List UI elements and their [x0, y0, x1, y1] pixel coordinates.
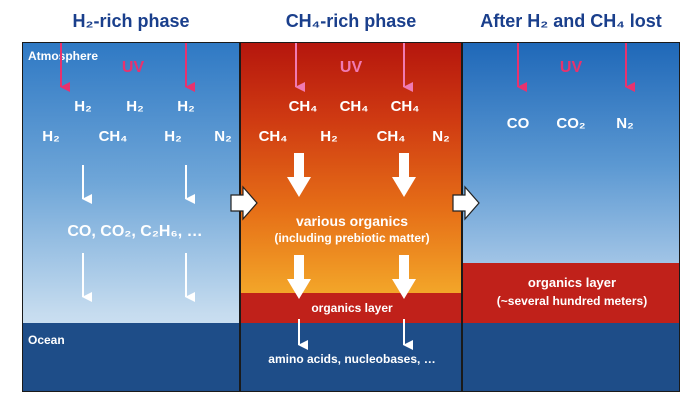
- ocean-region: [23, 323, 239, 391]
- molecule: CH₄: [390, 98, 420, 115]
- uv-label: UV: [339, 59, 363, 76]
- reaction-arrows: [287, 153, 416, 299]
- phase1-title: H₂-rich phase: [72, 11, 190, 31]
- organics-layer: [241, 293, 461, 325]
- thick-arrow: [392, 153, 416, 197]
- molecule: N₂: [616, 115, 634, 132]
- organics-layer-label: organics layer: [527, 275, 617, 290]
- layer-thickness-label: (~several hundred meters): [496, 294, 648, 308]
- products-label: CO, CO₂, C₂H₆, …: [67, 223, 203, 240]
- organics-sublabel: (including prebiotic matter): [274, 231, 430, 245]
- thick-arrow: [287, 153, 311, 197]
- molecule: CH₄: [339, 98, 369, 115]
- organics-layer: [463, 263, 679, 325]
- molecule: CH₄: [288, 98, 318, 115]
- molecule: CO₂: [556, 115, 586, 132]
- molecule: CO: [506, 115, 530, 132]
- thick-arrow: [392, 255, 416, 299]
- uv-label: UV: [121, 59, 145, 76]
- phase3-title: After H₂ and CH₄ lost: [480, 11, 662, 31]
- molecule: H₂: [320, 128, 338, 145]
- uv-arrows: [287, 43, 416, 350]
- molecule: H₂: [177, 98, 195, 115]
- uv-arrows: [60, 43, 195, 302]
- ocean-region: [241, 323, 461, 391]
- molecule: H₂: [42, 128, 60, 145]
- thick-arrow: [287, 255, 311, 299]
- molecule: CH₄: [376, 128, 406, 145]
- molecule: H₂: [126, 98, 144, 115]
- molecule: CH₄: [258, 128, 288, 145]
- ocean-region: [463, 323, 679, 391]
- molecule: H₂: [164, 128, 182, 145]
- organics-label: various organics: [295, 213, 409, 229]
- phase2-title: CH₄-rich phase: [285, 11, 417, 31]
- molecule: CH₄: [98, 128, 128, 145]
- ocean-products-label: amino acids, nucleobases, …: [268, 352, 436, 366]
- organics-layer-label: organics layer: [311, 301, 393, 315]
- atmosphere-label: Atmosphere: [28, 49, 99, 63]
- uv-arrows: [517, 43, 635, 92]
- molecule: N₂: [214, 128, 232, 145]
- phase3-panel: UV CO CO₂ N₂ organics layer (~several hu…: [462, 42, 680, 392]
- uv-label: UV: [559, 59, 583, 76]
- ocean-label: Ocean: [28, 333, 65, 347]
- phase2-panel: UV CH₄ CH₄ CH₄ CH₄ H₂ CH₄ N₂ various org…: [240, 42, 462, 392]
- molecule: N₂: [432, 128, 450, 145]
- molecule: H₂: [74, 98, 92, 115]
- phase1-panel: Atmosphere Ocean UV H₂ H₂ H₂ H₂ CH₄ H₂ N…: [22, 42, 240, 392]
